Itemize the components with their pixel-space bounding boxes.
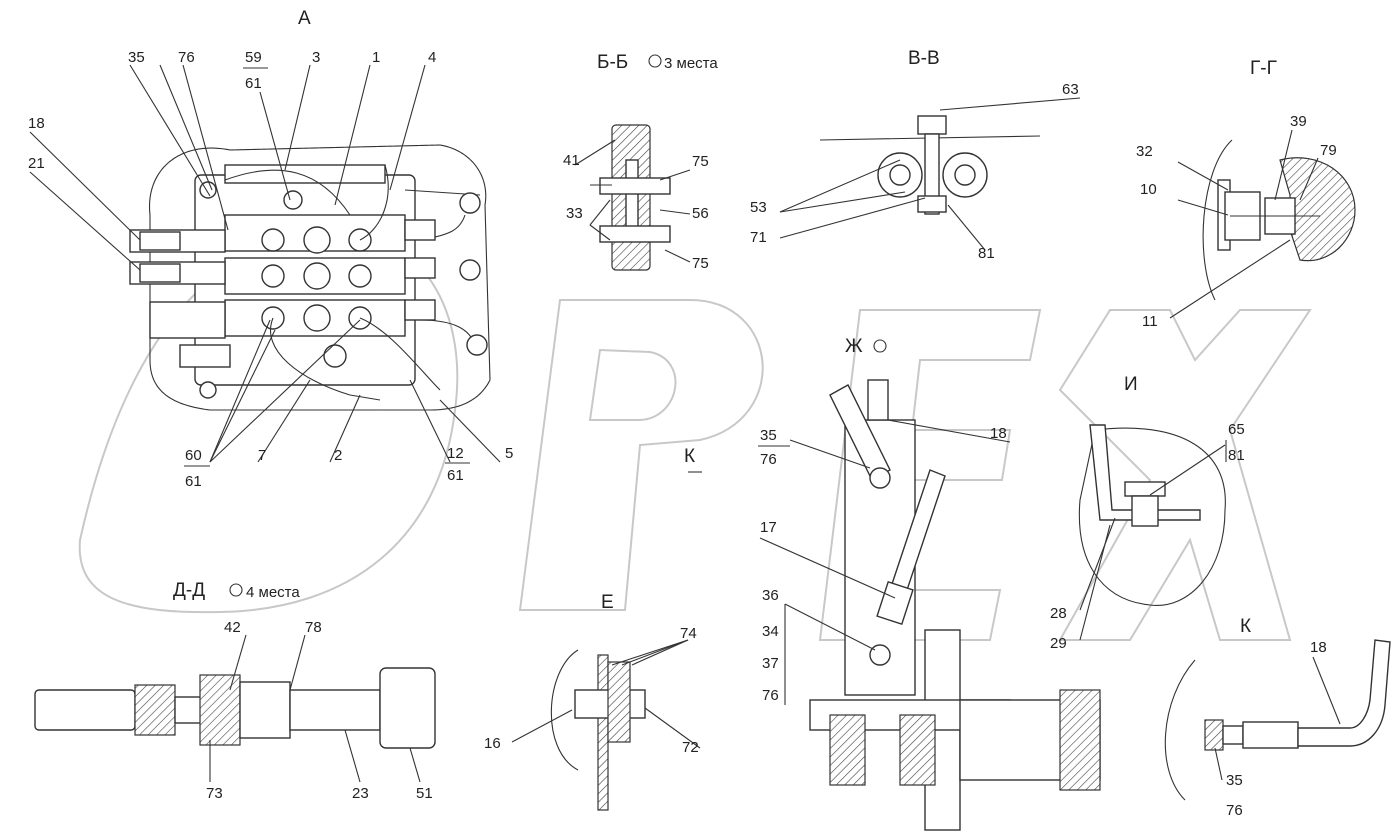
watermark: [78, 228, 1312, 641]
label-60-a: 60: [185, 447, 202, 464]
label-3-a: 3: [312, 49, 320, 66]
label-18-k: 18: [1310, 639, 1327, 656]
label-76-zh-b: 76: [762, 687, 779, 704]
view-k-title: К: [1240, 616, 1251, 637]
label-71-vv: 71: [750, 229, 767, 246]
view-a: А: [28, 8, 513, 490]
view-dd-title: Д-Д: [173, 580, 205, 601]
view-e: Е 74 16 72: [484, 592, 701, 811]
view-dd: Д-Д 4 места 42 78 73 23 51: [34, 580, 436, 802]
label-28-i: 28: [1050, 605, 1067, 622]
view-i-title: И: [1124, 374, 1138, 395]
label-10-gg: 10: [1140, 181, 1157, 198]
label-41-bb: 41: [563, 152, 580, 169]
view-gg-title: Г-Г: [1250, 58, 1277, 79]
label-11-gg: 11: [1142, 313, 1158, 330]
label-81-vv: 81: [978, 245, 995, 262]
label-59-a: 59: [245, 49, 262, 66]
label-35-zh: 35: [760, 427, 777, 444]
view-bb: Б-Б 3 места 41 75 33 56 75: [563, 52, 718, 272]
view-k: К 18 35 76: [1164, 616, 1391, 819]
valve-fittings: [199, 181, 372, 399]
label-18-zh: 18: [990, 425, 1007, 442]
label-12-a: 12: [447, 445, 464, 462]
leaders-a: [29, 64, 501, 463]
view-e-title: Е: [601, 592, 614, 613]
view-zh: Ж 35 76 18 17 36 34 37 76: [758, 336, 1101, 831]
label-37-zh: 37: [762, 655, 779, 672]
label-39-gg: 39: [1290, 113, 1307, 130]
label-29-i: 29: [1050, 635, 1067, 652]
label-76-a: 76: [178, 49, 195, 66]
label-35-k: 35: [1226, 772, 1243, 789]
label-63-vv: 63: [1062, 81, 1079, 98]
label-18-a: 18: [28, 115, 45, 132]
label-61-a-top: 61: [245, 75, 262, 92]
view-dd-note: 4 места: [246, 584, 300, 601]
label-17-zh: 17: [760, 519, 777, 536]
places-icon: [648, 54, 662, 68]
label-61-a-bottom: 61: [185, 473, 202, 490]
label-34-zh: 34: [762, 623, 779, 640]
left-hose-ends: [129, 229, 231, 368]
view-i: И 65 81 28 29: [1050, 374, 1245, 652]
label-7-a: 7: [258, 447, 266, 464]
view-zh-title: Ж: [845, 336, 863, 357]
label-2-a: 2: [334, 447, 342, 464]
view-k-marker-title: К: [684, 446, 695, 467]
view-bb-note: 3 места: [664, 55, 718, 72]
label-75-bb-top: 75: [692, 153, 709, 170]
label-21-a: 21: [28, 155, 45, 172]
label-76-k: 76: [1226, 802, 1243, 819]
label-73-dd: 73: [206, 785, 223, 802]
view-vv-title: В-В: [908, 48, 940, 69]
label-74-e: 74: [680, 625, 697, 642]
view-a-title: А: [298, 8, 311, 29]
label-61-a-right: 61: [447, 467, 464, 484]
label-75-bb-bottom: 75: [692, 255, 709, 272]
view-vv: В-В 63 53 71 81: [750, 48, 1081, 262]
label-78-dd: 78: [305, 619, 322, 636]
label-5-a: 5: [505, 445, 513, 462]
pipes-a: [224, 164, 488, 401]
label-4-a: 4: [428, 49, 436, 66]
label-76-zh: 76: [760, 451, 777, 468]
view-bb-title: Б-Б: [597, 52, 628, 73]
label-42-dd: 42: [224, 619, 241, 636]
label-81-i: 81: [1228, 447, 1245, 464]
label-36-zh: 36: [762, 587, 779, 604]
label-32-gg: 32: [1136, 143, 1153, 160]
label-53-vv: 53: [750, 199, 767, 216]
label-33-bb: 33: [566, 205, 583, 222]
label-16-e: 16: [484, 735, 501, 752]
label-51-dd: 51: [416, 785, 433, 802]
label-23-dd: 23: [352, 785, 369, 802]
view-gg: Г-Г 39 32 79 10 11: [1136, 58, 1356, 330]
label-72-e: 72: [682, 739, 699, 756]
label-65-i: 65: [1228, 421, 1245, 438]
label-1-a: 1: [372, 49, 380, 66]
label-35-a: 35: [128, 49, 145, 66]
label-56-bb: 56: [692, 205, 709, 222]
label-79-gg: 79: [1320, 142, 1337, 159]
view-k-marker: К: [684, 446, 702, 473]
